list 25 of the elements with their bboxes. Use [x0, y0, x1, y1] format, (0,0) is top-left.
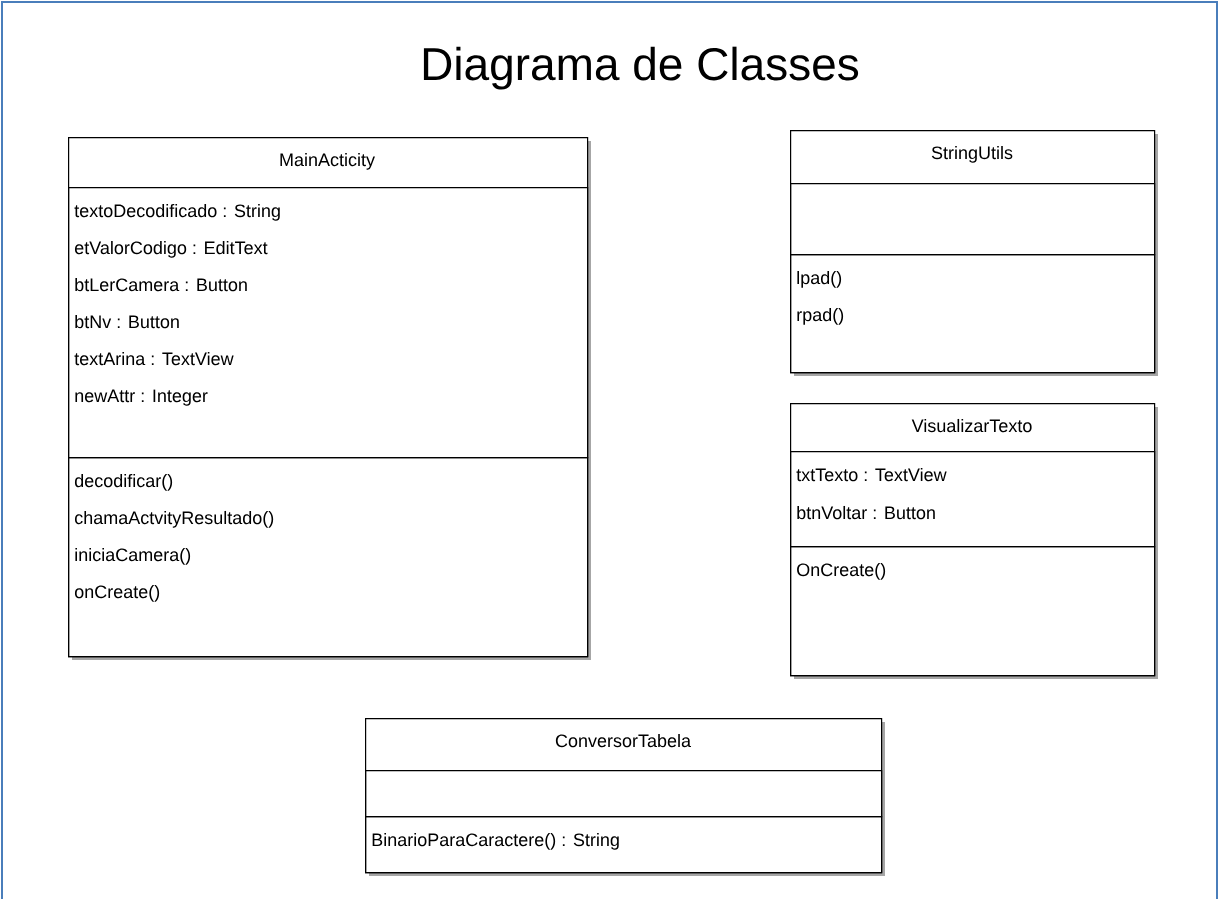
member-text: decodificar(): [74, 473, 173, 491]
member-text: BinarioParaCaractere() : String: [372, 832, 619, 850]
member-text: btNv : Button: [75, 314, 179, 329]
compartment: [365, 770, 883, 818]
member-text: chamaActvityResultado(): [75, 510, 274, 528]
member-text: newAttr : Integer: [75, 389, 208, 406]
member-text: btnVoltar : Button: [797, 505, 935, 520]
member-text: OnCreate(): [797, 562, 886, 580]
member-text: onCreate(): [74, 584, 160, 602]
compartment: [68, 457, 589, 658]
member-text: textoDecodificado : String: [74, 203, 280, 221]
member-text: etValorCodigo : EditText: [75, 240, 268, 258]
compartment: [365, 816, 883, 874]
member-text: rpad(): [797, 307, 844, 325]
compartment: [790, 254, 1156, 374]
compartment: [790, 546, 1156, 677]
member-text: btLerCamera : Button: [75, 277, 247, 292]
diagram-title: Diagrama de Classes: [423, 46, 859, 90]
member-text: txtTexto : TextView: [796, 467, 947, 482]
member-text: iniciaCamera(): [75, 547, 191, 565]
compartment: [790, 451, 1156, 548]
member-text: lpad(): [797, 270, 842, 288]
compartment: [68, 187, 589, 459]
member-text: textArina : TextView: [74, 351, 234, 366]
compartment: [790, 183, 1156, 256]
